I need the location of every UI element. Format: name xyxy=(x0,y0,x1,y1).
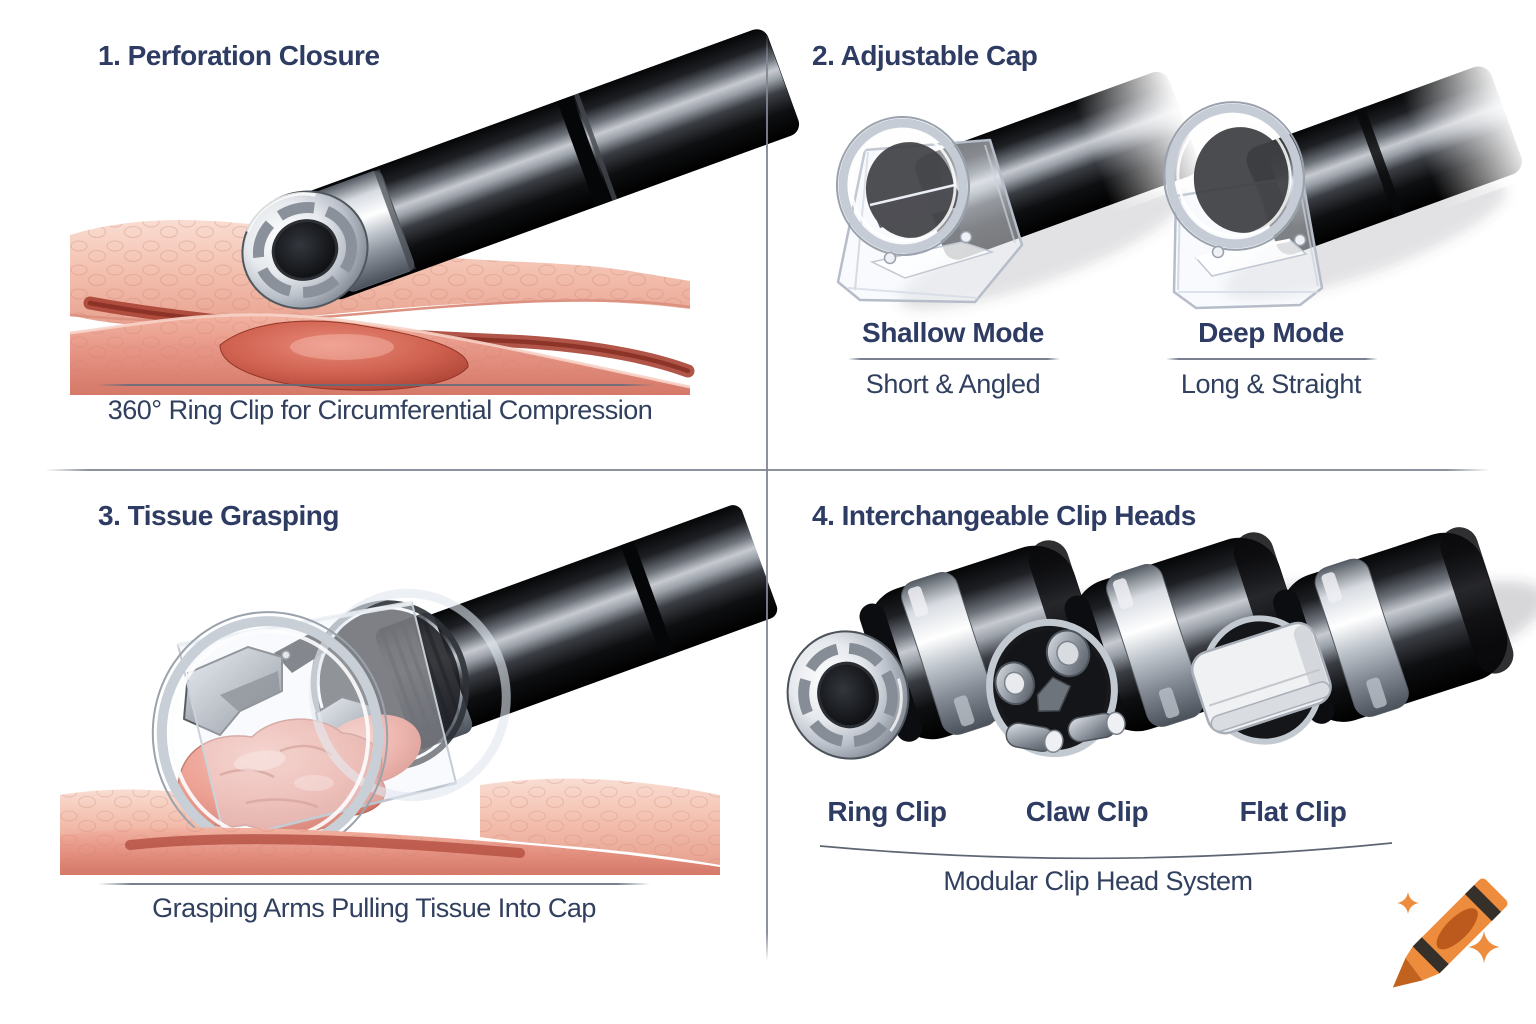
ring-clip-tip xyxy=(241,190,369,310)
claw-clip-label: Claw Clip xyxy=(1025,796,1149,827)
q3-title: 3. Tissue Grasping xyxy=(98,500,340,531)
q3-caption: Grasping Arms Pulling Tissue Into Cap xyxy=(152,893,596,923)
q4-title: 4. Interchangeable Clip Heads xyxy=(812,500,1196,531)
cap-screw xyxy=(1293,233,1307,247)
crayon-logo xyxy=(1392,878,1508,988)
deep-mode-detail: Long & Straight xyxy=(1180,369,1362,399)
vertical-divider xyxy=(766,33,768,961)
q1-title: 1. Perforation Closure xyxy=(98,40,380,71)
shallow-cap xyxy=(835,116,1024,304)
shallow-cap-illustration xyxy=(835,61,1210,310)
deep-mode-label: Deep Mode xyxy=(1198,317,1344,348)
sparkle-icon xyxy=(1468,931,1500,963)
q1-caption-rule xyxy=(95,384,655,386)
flat-clip-label: Flat Clip xyxy=(1239,796,1347,827)
q1-caption: 360° Ring Clip for Circumferential Compr… xyxy=(107,395,653,425)
deep-cap xyxy=(1162,101,1324,310)
flat-clip-head-illustration xyxy=(1190,527,1536,745)
perforation-closure-illustration xyxy=(69,29,800,395)
shallow-mode-detail: Short & Angled xyxy=(865,369,1041,399)
q3-caption-rule xyxy=(98,883,650,885)
horizontal-divider xyxy=(45,469,1490,471)
tissue-grasping-illustration xyxy=(60,505,778,875)
tissue-front-fold xyxy=(69,313,691,395)
q4-caption: Modular Clip Head System xyxy=(943,866,1253,896)
deep-mode-rule xyxy=(1166,358,1378,360)
flat-clip-face xyxy=(1190,615,1332,745)
shallow-mode-rule xyxy=(848,358,1060,360)
deep-cap-illustration xyxy=(1162,54,1536,310)
cap-screw xyxy=(1211,245,1225,259)
sparkle-icon xyxy=(1397,892,1419,914)
ring-clip-face xyxy=(786,630,910,760)
tissue-front-band xyxy=(60,827,720,875)
transparent-cylinder xyxy=(151,588,511,859)
shallow-mode-label: Shallow Mode xyxy=(862,317,1044,348)
cap-screw xyxy=(883,251,897,265)
q2-title: 2. Adjustable Cap xyxy=(812,40,1038,71)
claw-clip-face xyxy=(986,618,1126,758)
cap-screw xyxy=(959,230,973,244)
ring-clip-label: Ring Clip xyxy=(827,796,947,827)
clip-heads-curved-underline xyxy=(819,842,1393,860)
